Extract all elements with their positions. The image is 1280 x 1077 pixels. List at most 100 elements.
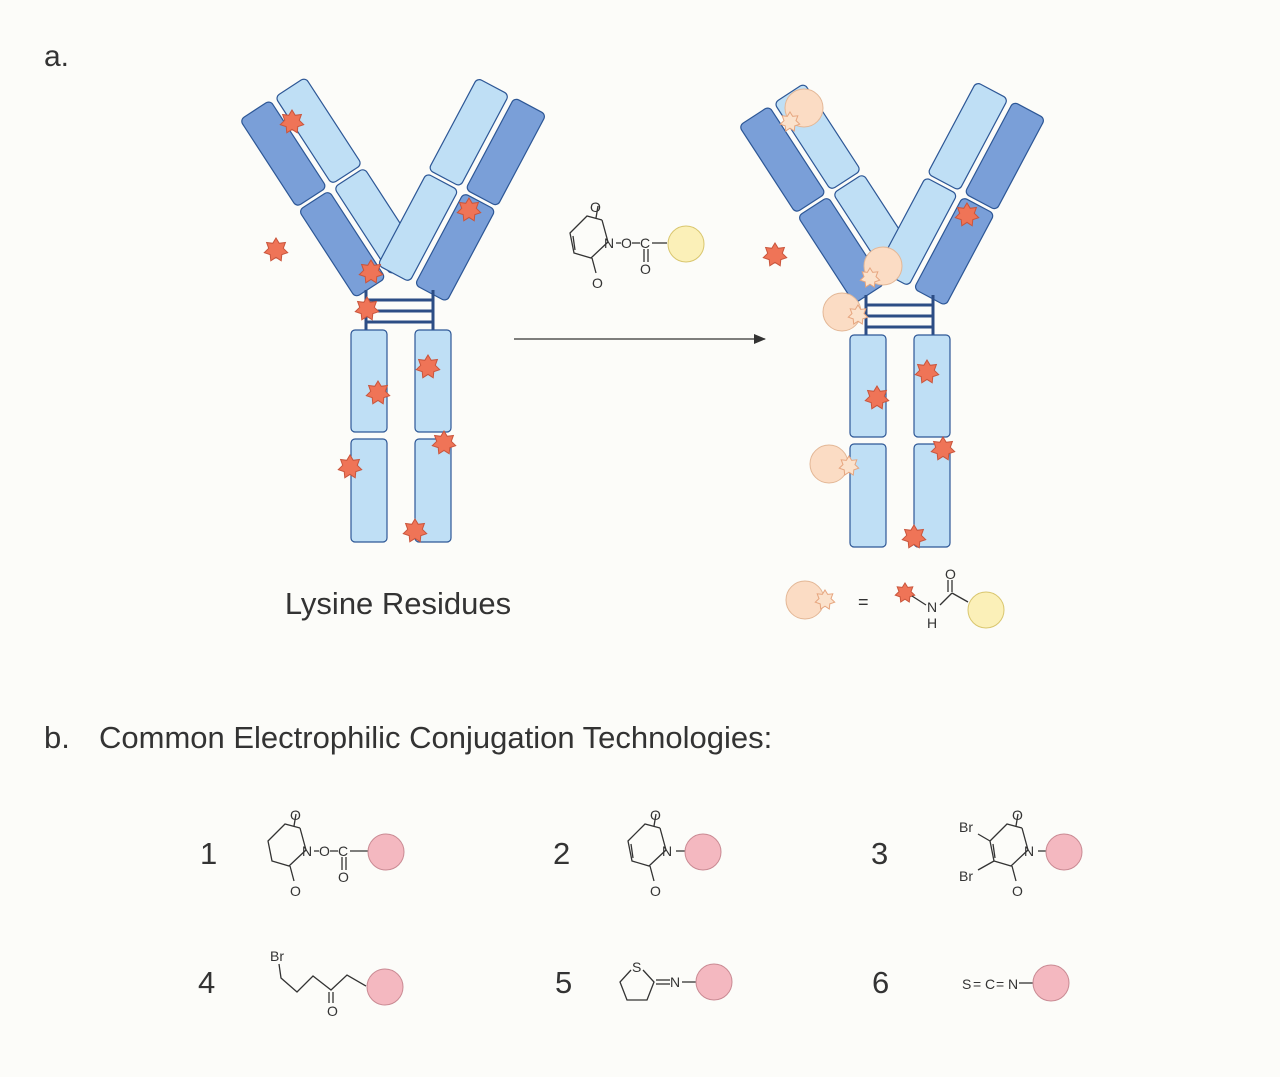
- reagent-4-bromoketone: 4 Br O: [198, 948, 404, 1019]
- conjugated-lysine-icon: [814, 589, 836, 610]
- atom-h: H: [927, 615, 937, 631]
- lysine-residue-icon: [358, 259, 384, 284]
- lysine-residue-icon: [415, 354, 441, 379]
- antibody-conjugated: [740, 83, 1044, 548]
- svg-text:C: C: [338, 843, 348, 859]
- remaining-lysines-group: [762, 202, 980, 549]
- svg-text:O: O: [319, 843, 330, 859]
- atom-o: O: [945, 566, 956, 582]
- svg-text:O: O: [327, 1003, 338, 1019]
- reagent-structure: [569, 205, 667, 274]
- atom-o: O: [640, 261, 651, 277]
- svg-text:N: N: [662, 843, 672, 859]
- payload-yellow-circle: [967, 591, 1005, 629]
- payload-pink-circle: [684, 833, 722, 871]
- lysine-residue-icon: [279, 109, 305, 134]
- fc-domain: [414, 438, 452, 543]
- svg-text:N: N: [670, 974, 680, 990]
- svg-text:N: N: [302, 843, 312, 859]
- legend-lysine-star: [894, 582, 916, 603]
- svg-text:O: O: [290, 883, 301, 899]
- lysine-residue-icon: [263, 237, 289, 262]
- conjugated-lysine-icon: [838, 455, 860, 476]
- svg-text:=: =: [973, 976, 981, 992]
- lysine-residue-icon: [954, 202, 980, 227]
- svg-text:O: O: [338, 869, 349, 885]
- item-number: 1: [200, 836, 217, 871]
- item-number: 3: [871, 836, 888, 871]
- payload-pink-circle: [1032, 964, 1070, 1002]
- atom-o: O: [590, 199, 601, 215]
- svg-text:N: N: [1024, 843, 1034, 859]
- panel-b-label: b.: [44, 720, 70, 755]
- svg-text:O: O: [650, 807, 661, 823]
- conjugated-lysine-icon: [847, 304, 869, 325]
- atom-o: O: [621, 235, 632, 251]
- right-arm: [378, 79, 545, 301]
- payload-yellow-circle: [667, 225, 705, 263]
- item-number: 2: [553, 836, 570, 871]
- lysine-residue-icon: [762, 242, 788, 267]
- legend-equals: =: [858, 592, 869, 612]
- svg-text:Br: Br: [270, 948, 284, 964]
- lysine-residues-caption: Lysine Residues: [285, 586, 511, 621]
- panel-b-title: Common Electrophilic Conjugation Technol…: [99, 720, 772, 755]
- light-chain-domain: [276, 78, 361, 183]
- svg-text:S: S: [962, 976, 971, 992]
- panel-a-label: a.: [44, 40, 69, 73]
- fc-domain: [350, 438, 388, 543]
- lysine-residue-icon: [431, 430, 457, 455]
- lysine-residue-icon: [456, 197, 482, 222]
- light-chain-domain: [429, 79, 508, 186]
- svg-text:Br: Br: [959, 868, 973, 884]
- heavy-chain-domain: [466, 98, 545, 206]
- legend-conjugate-symbol: [785, 580, 836, 620]
- antibody-unconjugated: [241, 78, 545, 543]
- svg-text:O: O: [1012, 883, 1023, 899]
- svg-text:N: N: [1008, 976, 1018, 992]
- hinge-disulfides: [864, 295, 935, 335]
- conjugated-lysines-group: [779, 88, 903, 484]
- reagent-5-iminothiolane: 5 S N: [555, 959, 733, 1001]
- payload-pink-circle: [1045, 833, 1083, 871]
- lysine-residue-icon: [354, 296, 380, 321]
- reagent-1-nhs-ester: 1 O N O C O O: [200, 807, 405, 899]
- svg-text:=: =: [996, 976, 1004, 992]
- lysine-residue-icon: [894, 582, 916, 603]
- item-number: 6: [872, 965, 889, 1000]
- atom-n: N: [927, 599, 937, 615]
- lysine-residue-icon: [901, 524, 927, 549]
- svg-text:O: O: [290, 807, 301, 823]
- lysine-residues-group: [263, 109, 482, 543]
- lysine-residue-icon: [864, 385, 890, 410]
- legend-amide-bonds: [911, 580, 969, 606]
- payload-pink-circle: [695, 963, 733, 1001]
- fc-domain: [350, 329, 388, 433]
- right-arm: [877, 83, 1044, 305]
- heavy-chain-domain: [241, 101, 326, 206]
- reagent-3-dibromomaleimide: 3 Br Br O N O: [871, 807, 1083, 899]
- lysine-residue-icon: [365, 380, 391, 405]
- atom-c: C: [640, 235, 650, 251]
- svg-text:C: C: [985, 976, 995, 992]
- atom-o: O: [592, 275, 603, 291]
- lysine-residue-icon: [914, 359, 940, 384]
- lysine-residue-icon: [930, 436, 956, 461]
- payload-pink-circle: [367, 833, 405, 871]
- item-number: 4: [198, 965, 215, 1000]
- svg-text:O: O: [650, 883, 661, 899]
- conjugated-lysine-icon: [779, 111, 801, 132]
- payload-pink-circle: [366, 968, 404, 1006]
- light-chain-domain: [378, 174, 458, 281]
- lysine-residue-icon: [402, 518, 428, 543]
- fc-domain: [414, 329, 452, 433]
- svg-text:O: O: [1012, 807, 1023, 823]
- lysine-residue-icon: [337, 454, 363, 479]
- reagent-6-isothiocyanate: 6 S = C = N: [872, 964, 1070, 1002]
- reagent-2-maleimide: 2 O N O: [553, 807, 722, 899]
- atom-n: N: [604, 235, 614, 251]
- conjugated-lysine-icon: [859, 267, 881, 288]
- heavy-chain-domain: [300, 192, 385, 297]
